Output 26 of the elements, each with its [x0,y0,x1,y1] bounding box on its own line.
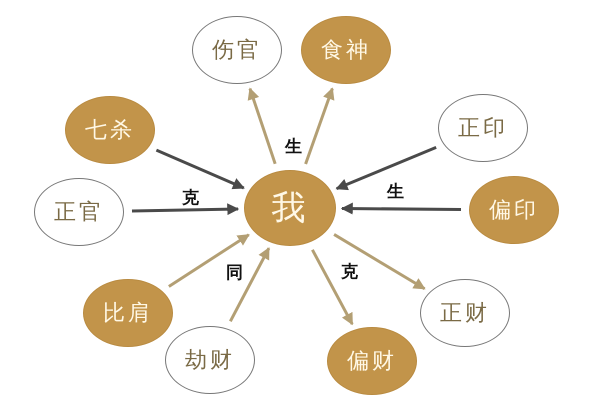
ellipse-node: 正财 [420,279,510,347]
ellipse-node: 伤官 [192,16,282,84]
arrow [311,249,354,326]
arrow [132,203,240,216]
ellipse-node: 七杀 [65,96,155,164]
ellipse-node: 偏印 [469,176,559,244]
ellipse-node: 食神 [301,16,391,84]
arrow [336,146,437,190]
ellipse-node: 劫财 [165,326,255,394]
arrow [156,148,245,190]
relation-label: 克 [182,187,199,209]
ellipse-node: 正官 [34,178,124,246]
relation-label: 生 [285,136,302,158]
arrow [304,87,334,164]
ellipse-node: 我 [244,170,336,246]
ellipse-node: 偏财 [327,327,417,395]
arrow [340,202,462,215]
ellipse-node: 正印 [438,94,528,162]
arrow [168,233,250,288]
relation-label: 克 [341,261,358,283]
ellipse-node: 比肩 [83,279,173,347]
relation-label: 同 [226,262,243,284]
relation-label: 生 [387,181,404,203]
arrow [248,88,277,164]
arrow [333,233,426,290]
arrow [229,247,270,322]
